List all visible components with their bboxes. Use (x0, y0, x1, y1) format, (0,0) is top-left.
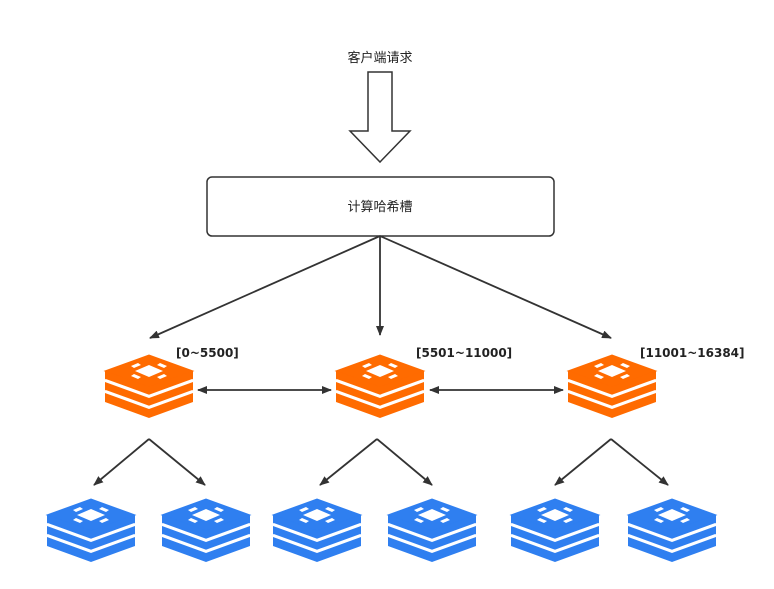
redis-replica-icon[interactable] (386, 497, 478, 564)
route-arrow-master-1 (149, 235, 381, 339)
request-flow-arrow (348, 71, 412, 164)
redis-replica-icon[interactable] (45, 497, 137, 564)
hash-slot-box[interactable]: 计算哈希槽 (206, 176, 555, 237)
replica-arrow (554, 438, 612, 486)
hash-slot-label: 计算哈希槽 (347, 200, 412, 215)
slot-range-label-2: [5501~11000] (416, 346, 512, 360)
route-arrow-master-3 (379, 235, 612, 339)
replica-arrow (93, 438, 150, 486)
slot-range-label-1: [0~5500] (176, 346, 239, 360)
redis-replica-icon[interactable] (509, 497, 601, 564)
redis-master-icon[interactable] (334, 353, 426, 420)
redis-replica-icon[interactable] (626, 497, 718, 564)
redis-master-icon[interactable] (103, 353, 195, 420)
replica-arrow (376, 438, 433, 486)
replica-arrow (610, 438, 669, 486)
slot-range-label-3: [11001~16384] (640, 346, 745, 360)
client-request-label: 客户端请求 (347, 50, 412, 66)
redis-replica-icon[interactable] (160, 497, 252, 564)
redis-master-icon[interactable] (566, 353, 658, 420)
redis-replica-icon[interactable] (271, 497, 363, 564)
replica-arrow (319, 438, 378, 486)
replica-arrow (148, 438, 206, 486)
